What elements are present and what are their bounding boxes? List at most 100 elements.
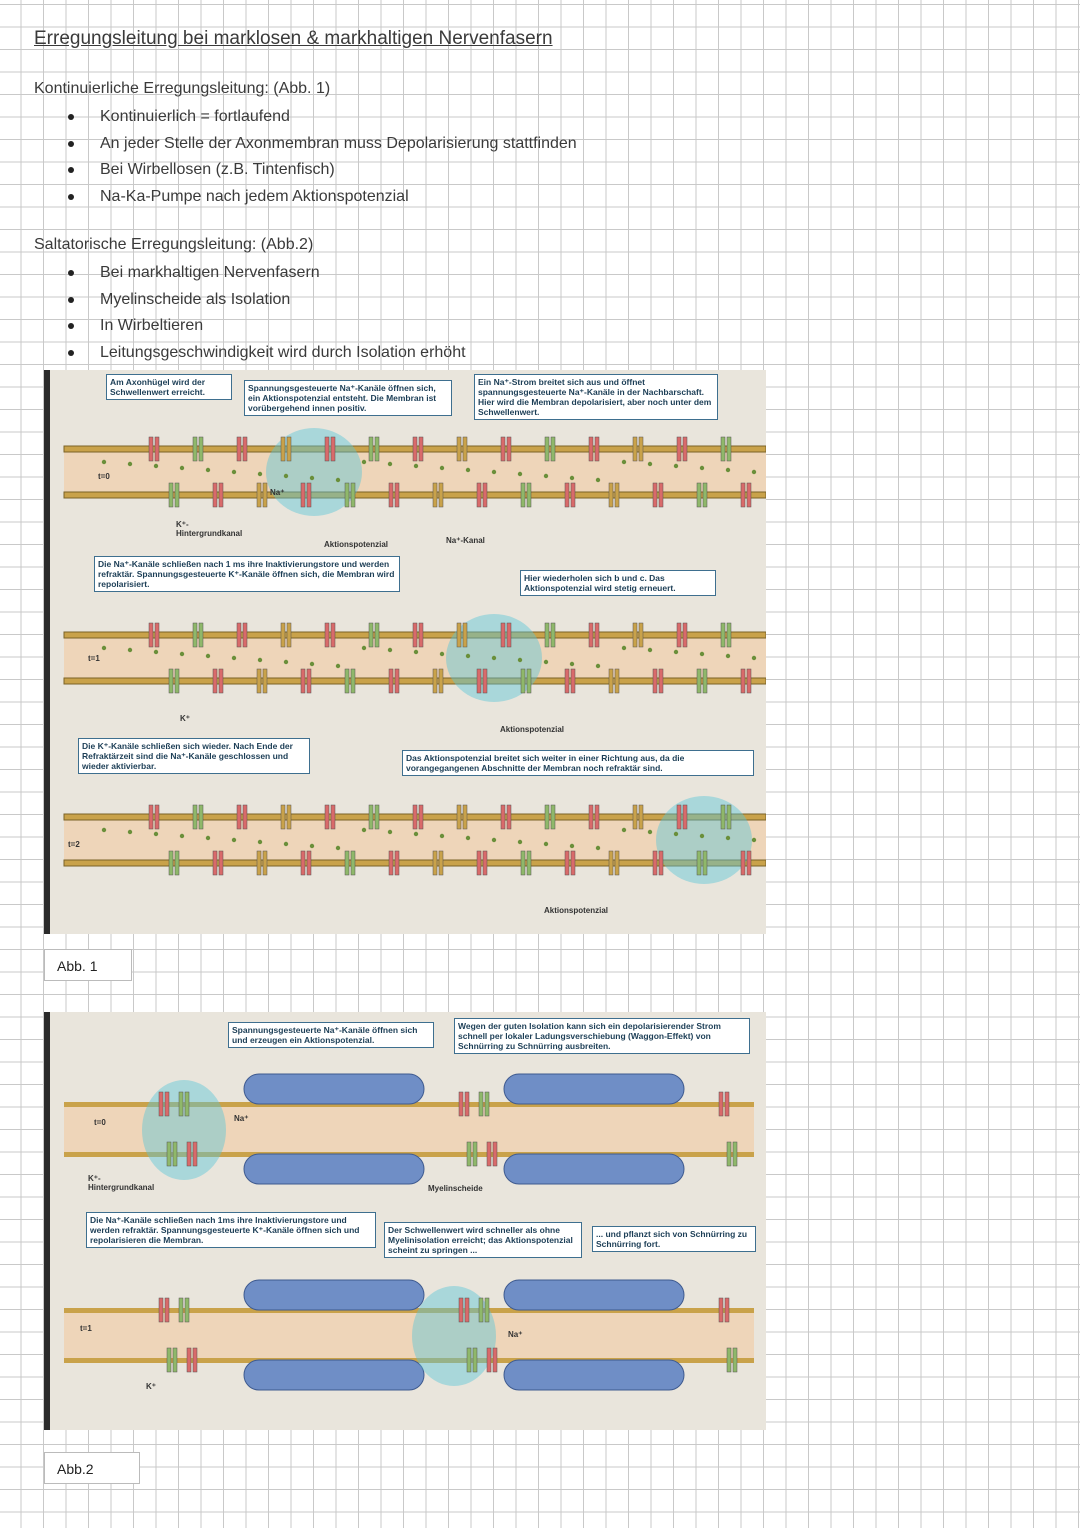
figure-continuous-conduction: Am Axonhügel wird der Schwellenwert erre…: [44, 370, 766, 934]
ion-channel: [564, 668, 570, 694]
callout-c2: Wegen der guten Isolation kann sich ein …: [454, 1018, 750, 1054]
ion-dot: [283, 473, 289, 479]
ion-channel: [724, 1297, 730, 1323]
ion-channel: [330, 622, 336, 648]
ion-dot: [725, 653, 731, 659]
ion-channel: [658, 668, 664, 694]
callout-d2: Die Na⁺-Kanäle schließen nach 1ms ihre I…: [86, 1212, 376, 1248]
k-ion-label: K⁺: [146, 1382, 156, 1391]
ion-channel: [192, 1141, 198, 1167]
figure-1-caption: Abb. 1: [44, 949, 132, 981]
ion-channel: [168, 668, 174, 694]
ion-channel: [506, 622, 512, 648]
ion-channel: [218, 668, 224, 694]
list-item: Kontinuierlich = fortlaufend: [66, 104, 577, 131]
ion-dot: [387, 461, 393, 467]
ion-dot: [413, 831, 419, 837]
callout-a: Am Axonhügel wird der Schwellenwert erre…: [106, 374, 232, 400]
ion-channel: [164, 1297, 170, 1323]
ion-channel: [418, 804, 424, 830]
na-ion-label-2: Na⁺: [508, 1330, 523, 1339]
ion-channel: [212, 482, 218, 508]
ion-channel: [438, 482, 444, 508]
ion-channel: [172, 1347, 178, 1373]
ion-channel: [324, 436, 330, 462]
ion-channel: [466, 1141, 472, 1167]
ion-channel: [464, 1091, 470, 1117]
ion-channel: [388, 668, 394, 694]
ion-dot: [231, 837, 237, 843]
photo-edge: [44, 370, 50, 934]
ion-dot: [153, 463, 159, 469]
ion-dot: [361, 645, 367, 651]
ion-channel: [242, 436, 248, 462]
ion-dot: [335, 477, 341, 483]
figure-2-caption: Abb.2: [44, 1452, 140, 1484]
ion-dot: [309, 661, 315, 667]
ion-channel: [212, 668, 218, 694]
ion-channel: [632, 804, 638, 830]
ion-channel: [594, 622, 600, 648]
ion-channel: [462, 436, 468, 462]
ion-channel: [368, 622, 374, 648]
ion-dot: [257, 471, 263, 477]
ion-channel: [570, 482, 576, 508]
ion-dot: [439, 833, 445, 839]
ion-dot: [491, 655, 497, 661]
callout-e: Hier wiederholen sich b und c. Das Aktio…: [520, 570, 716, 596]
ion-dot: [257, 839, 263, 845]
ion-channel: [368, 436, 374, 462]
ion-channel: [608, 850, 614, 876]
ion-channel: [388, 482, 394, 508]
ion-channel: [500, 436, 506, 462]
ion-channel: [350, 850, 356, 876]
callout-f: Die K⁺-Kanäle schließen sich wieder. Nac…: [78, 738, 310, 774]
ion-dot: [153, 649, 159, 655]
ion-channel: [492, 1347, 498, 1373]
ion-channel: [158, 1297, 164, 1323]
ion-channel: [306, 482, 312, 508]
ion-channel: [412, 436, 418, 462]
ion-dot: [465, 835, 471, 841]
ion-channel: [192, 1347, 198, 1373]
ion-dot: [283, 841, 289, 847]
ion-channel: [632, 436, 638, 462]
ion-channel: [696, 668, 702, 694]
ion-channel: [350, 482, 356, 508]
ion-dot: [491, 837, 497, 843]
ion-channel: [280, 804, 286, 830]
ion-channel: [608, 668, 614, 694]
ion-channel: [570, 850, 576, 876]
ion-channel: [594, 436, 600, 462]
ion-dot: [543, 841, 549, 847]
ion-channel: [344, 850, 350, 876]
ion-dot: [101, 827, 107, 833]
section-heading-continuous: Kontinuierliche Erregungsleitung: (Abb. …: [34, 80, 331, 97]
ion-channel: [458, 1297, 464, 1323]
ion-channel: [178, 1091, 184, 1117]
ion-channel: [718, 1091, 724, 1117]
ion-channel: [632, 622, 638, 648]
ion-channel: [658, 850, 664, 876]
ion-channel: [472, 1347, 478, 1373]
ion-dot: [517, 839, 523, 845]
ion-channel: [740, 850, 746, 876]
ion-dot: [335, 845, 341, 851]
ion-channel: [330, 436, 336, 462]
ion-dot: [621, 459, 627, 465]
ion-channel: [638, 436, 644, 462]
ion-dot: [751, 469, 757, 475]
ion-channel: [368, 804, 374, 830]
ion-channel: [570, 668, 576, 694]
ion-dot: [751, 655, 757, 661]
ion-channel: [256, 668, 262, 694]
action-potential-label: Aktionspotenzial: [324, 540, 389, 549]
ion-dot: [569, 843, 575, 849]
ion-channel: [374, 804, 380, 830]
ion-dot: [465, 653, 471, 659]
ion-channel: [740, 482, 746, 508]
ion-channel: [476, 668, 482, 694]
myelin-sheath: [243, 1359, 425, 1391]
ion-channel: [726, 622, 732, 648]
ion-channel: [702, 850, 708, 876]
